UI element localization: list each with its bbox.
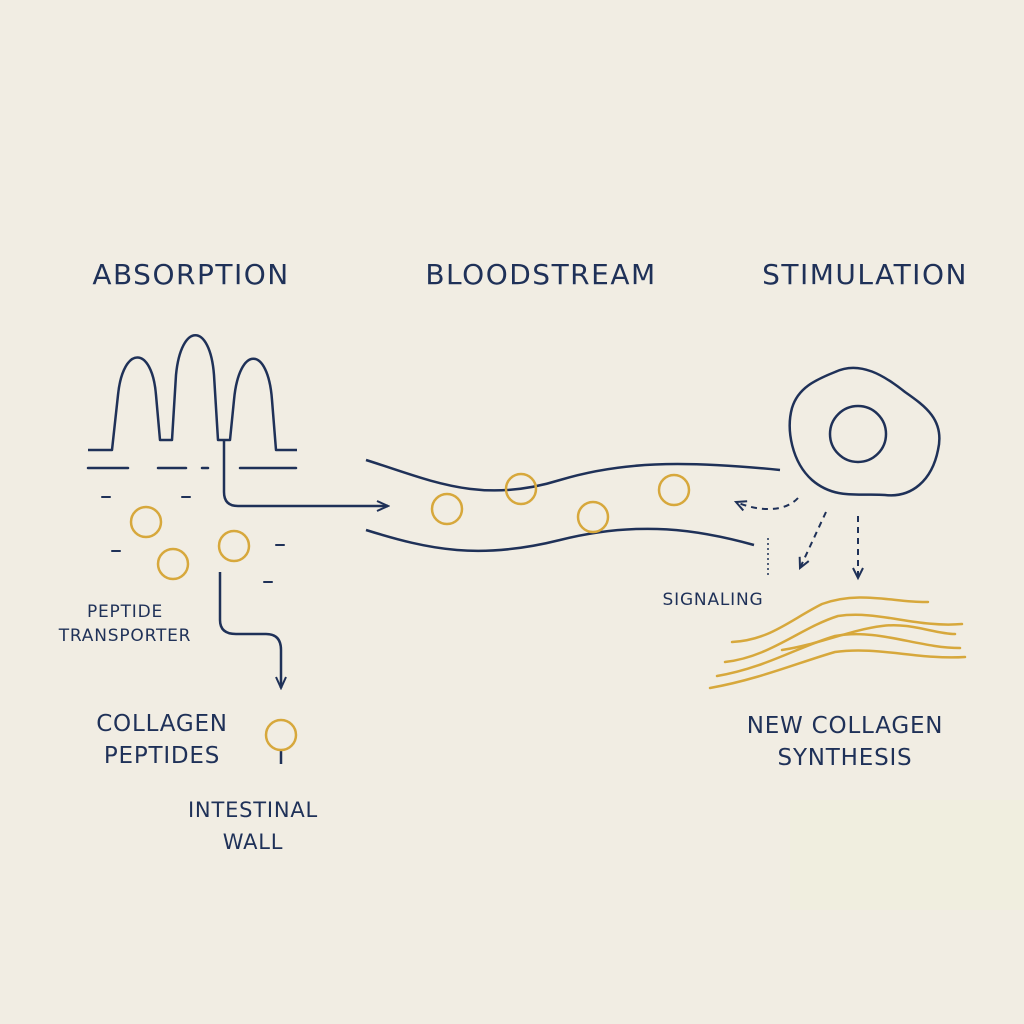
label-line: TRANSPORTER [58, 626, 192, 646]
peptide-circle [217, 529, 251, 563]
label-signaling: SIGNALING [662, 590, 764, 610]
absorption-to-bloodstream-arrow [222, 440, 388, 506]
peptide-circle [156, 547, 190, 581]
label-new-collagen-synthesis: NEW COLLAGEN SYNTHESIS [747, 710, 944, 774]
collagen-fibers [708, 596, 967, 690]
label-line: COLLAGEN [96, 711, 228, 737]
collagen-fiber [708, 649, 967, 690]
background-texture-patch [790, 800, 1024, 910]
peptide-circle [657, 473, 691, 507]
peptide-circle [264, 718, 298, 752]
stage-heading-absorption: ABSORPTION [92, 258, 290, 291]
peptide-circle [129, 505, 163, 539]
transporter-to-wall-arrow [218, 572, 281, 688]
cell-nucleus [828, 404, 888, 464]
label-collagen-peptides: COLLAGEN PEPTIDES [96, 708, 228, 772]
collagen-fiber [723, 613, 964, 664]
peptide-circle [430, 492, 464, 526]
fibroblast-cell [788, 366, 941, 497]
lumen-marks [101, 496, 285, 583]
collagen-fiber [780, 623, 957, 652]
label-line: PEPTIDES [103, 743, 221, 769]
collagen-fiber [730, 596, 930, 644]
intestinal-villi [88, 334, 297, 452]
label-line: WALL [222, 830, 284, 854]
bloodstream-peptides [430, 472, 691, 534]
peptide-circle [504, 472, 538, 506]
stage-heading-stimulation: STIMULATION [762, 258, 968, 291]
label-line: PEPTIDE [86, 602, 164, 622]
label-line: INTESTINAL [187, 798, 319, 822]
vessel-wall-bottom [365, 527, 755, 553]
label-line: SYNTHESIS [777, 745, 913, 771]
stage-heading-bloodstream: BLOODSTREAM [425, 258, 657, 291]
peptide-circle [576, 500, 610, 534]
label-intestinal-wall: INTESTINAL WALL [188, 794, 318, 858]
label-peptide-transporter: PEPTIDE TRANSPORTER [59, 600, 192, 648]
signal-arrow-to-vessel [733, 497, 799, 512]
signal-arrow-down-left [798, 511, 827, 571]
absorbed-peptides [129, 505, 298, 752]
vessel-wall-top [365, 458, 781, 492]
label-line: NEW COLLAGEN [746, 713, 944, 739]
